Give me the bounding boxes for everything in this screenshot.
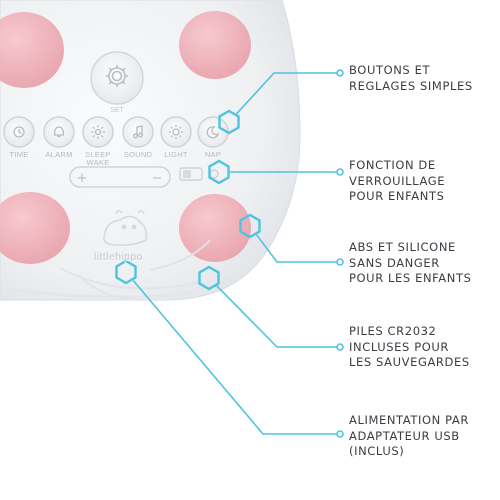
leader-end-dot [336,168,344,176]
hippo-logo [103,209,148,246]
function-button-5[interactable] [160,116,192,148]
music-note-icon [133,125,143,139]
leader-end-dot [336,69,344,77]
feature-usb-power: ALIMENTATION PAR ADAPTATEUR USB (INCLUS) [349,413,469,458]
set-button[interactable] [90,51,144,105]
leader-line [216,285,340,348]
brightness-icon [169,125,183,139]
callout-lines [115,69,344,438]
function-button-label: SLEEP WAKE [85,150,111,167]
hexagon-marker-icon [208,159,230,185]
function-button-label: LIGHT [164,150,188,159]
sleep-wake-icon [91,125,105,139]
hexagon-marker-icon [198,265,220,291]
callout-4 [198,265,344,351]
rubber-foot-bottom-left [0,192,70,264]
device-base [79,239,211,301]
leader-end-dot [336,258,344,266]
leader-line [255,234,340,263]
function-button-1[interactable] [3,116,35,148]
hexagon-marker-icon [218,109,240,135]
function-button-label: ALARM [45,150,73,159]
feature-child-lock: FONCTION DE VERROUILLAGE POUR ENFANTS [349,158,446,203]
bell-icon [53,126,65,138]
nap-icon [206,126,220,139]
feature-buttons-settings: BOUTONS ET REGLAGES SIMPLES [349,63,473,93]
function-button-3[interactable] [82,116,114,148]
function-button-2[interactable] [43,116,75,148]
feature-backup-batteries: PILES CR2032 INCLUSES POUR LES SAUVEGARD… [349,324,470,369]
callout-2 [208,159,344,185]
callout-5 [115,259,344,438]
function-button-4[interactable] [122,116,154,148]
function-button-label: SOUND [123,150,153,159]
callout-3 [239,213,344,266]
callout-1 [218,69,344,135]
clock-icon [13,126,25,138]
gear-icon [106,65,128,87]
hexagon-marker-icon [115,259,137,285]
leader-line [235,72,340,115]
rubber-feet [0,11,251,264]
function-button-label: NAP [204,150,222,159]
brand-name: littlehippo [94,251,143,263]
volume-plus-label: + [77,171,88,186]
function-button-label: TIME [9,150,29,159]
rubber-foot-top-left [0,12,64,88]
hexagon-marker-icon [239,213,261,239]
leader-end-dot [336,430,344,438]
function-button-6[interactable] [197,116,229,148]
set-label: SET [110,107,124,114]
feature-safe-materials: ABS ET SILICONE SANS DANGER POUR LES ENF… [349,240,472,285]
volume-slider[interactable]: + − [69,166,171,188]
leader-end-dot [336,343,344,351]
function-buttons [3,116,229,148]
rubber-foot-top-right [179,11,251,79]
volume-minus-label: − [152,171,163,186]
leader-line [132,279,340,435]
rubber-foot-bottom-right [179,194,251,262]
